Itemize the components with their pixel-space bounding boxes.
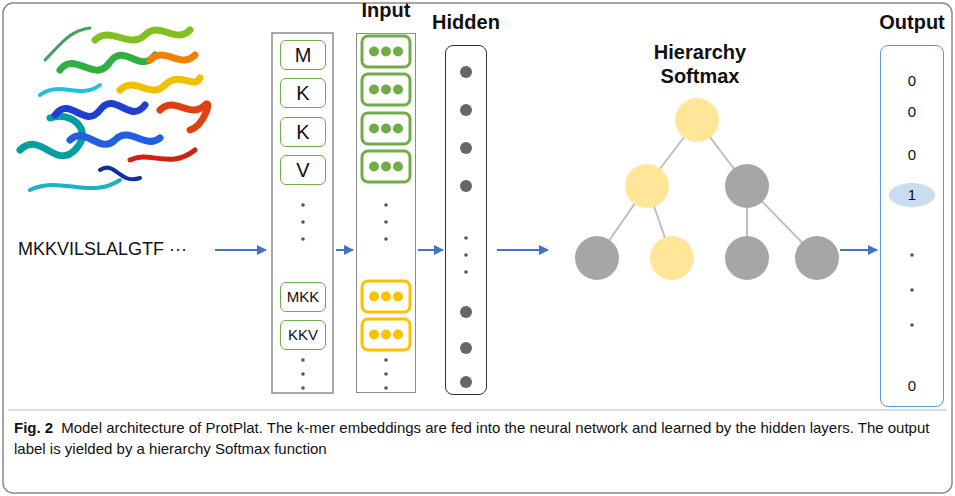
output-value: 1	[889, 183, 935, 207]
output-layer: Output00010	[880, 45, 944, 407]
hidden-unit	[460, 66, 472, 388]
protein-structure	[20, 28, 208, 190]
kmer-token: M	[280, 40, 326, 70]
layer-heading: Output	[851, 10, 955, 34]
protein-sequence: MKKVILSLALGTF ···	[18, 238, 187, 260]
token-text: KKV	[288, 324, 318, 346]
softmax-heading: Hierarchy Softmax	[640, 40, 760, 88]
kmer-token: K	[280, 117, 326, 147]
layer-heading: Input	[327, 0, 445, 22]
kmer-token: KKV	[280, 320, 326, 350]
figure-frame	[3, 3, 952, 493]
figure-caption: Fig. 2Model architecture of ProtPlat. Th…	[14, 417, 939, 459]
kmer-token: V	[280, 155, 326, 185]
ellipsis-dots	[301, 203, 914, 390]
softmax-tree	[575, 98, 839, 280]
kmer-token: MKK	[280, 282, 326, 312]
token-text: V	[296, 159, 309, 181]
embedding-vector	[362, 36, 410, 350]
caption-text: Model architecture of ProtPlat. The k-me…	[14, 419, 929, 457]
layer-heading: Hidden	[416, 10, 516, 34]
kmer-token: K	[280, 78, 326, 108]
input-layer: Input	[356, 33, 416, 393]
token-text: K	[296, 82, 309, 104]
layer-connector	[418, 249, 443, 251]
hidden-layer: Hidden	[445, 45, 487, 395]
token-text: M	[295, 44, 312, 66]
output-value: 0	[881, 143, 943, 167]
token-text: K	[296, 121, 309, 143]
flow-arrow	[215, 249, 877, 251]
output-value: 0	[881, 100, 943, 124]
token-column	[272, 33, 333, 393]
output-value: 0	[881, 69, 943, 93]
output-value: 0	[881, 374, 943, 398]
caption-rule	[8, 410, 947, 411]
figure-number: Fig. 2	[14, 419, 53, 436]
token-text: MKK	[287, 286, 320, 308]
